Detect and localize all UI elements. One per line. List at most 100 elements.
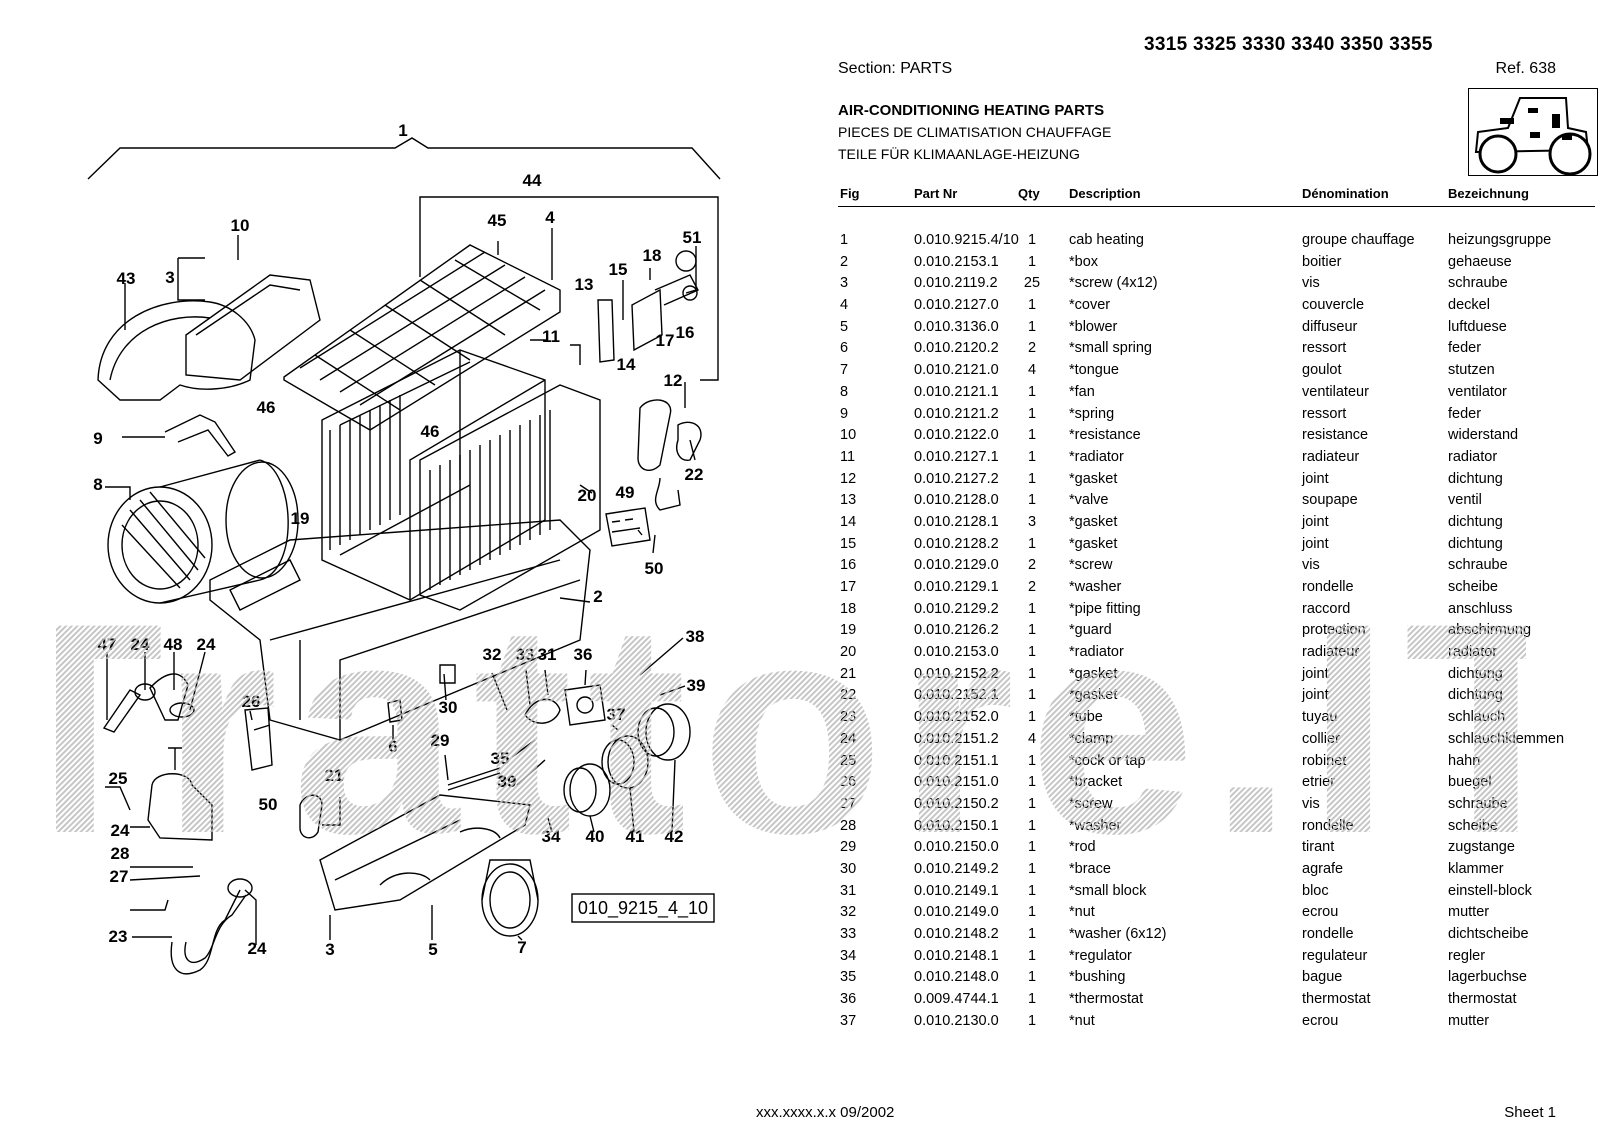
callout-11: 11	[542, 327, 560, 346]
callout-40: 40	[586, 827, 605, 846]
part-number-cell: 0.010.2119.2	[914, 275, 998, 292]
part-number-cell: 0.010.2121.0	[914, 362, 999, 379]
bezeichnung-cell: dichtung	[1448, 513, 1503, 530]
part-number-cell: 0.010.2150.2	[914, 795, 999, 812]
fig-cell: 13	[840, 492, 857, 509]
callout-29: 29	[431, 731, 450, 750]
callout-30: 30	[439, 698, 458, 717]
qty-cell: 1	[1027, 947, 1037, 964]
description-cell: *screw	[1069, 795, 1113, 812]
bezeichnung-cell: ventil	[1448, 492, 1482, 509]
description-cell: *bracket	[1069, 774, 1123, 791]
fig-cell: 9	[840, 405, 849, 422]
qty-cell: 1	[1027, 448, 1037, 465]
bezeichnung-cell: klammer	[1448, 860, 1504, 877]
denomination-cell: radiateur	[1302, 448, 1360, 465]
qty-cell: 1	[1027, 427, 1037, 444]
callout-12: 12	[664, 371, 683, 390]
bezeichnung-cell: radiator	[1448, 448, 1498, 465]
fig-cell: 15	[840, 535, 857, 552]
callout-1: 1	[398, 121, 407, 140]
callout-28: 28	[111, 844, 130, 863]
fig-cell: 19	[840, 622, 857, 639]
qty-cell: 1	[1027, 297, 1037, 314]
bezeichnung-cell: schlauchklemmen	[1448, 730, 1565, 747]
denomination-cell: joint	[1302, 513, 1329, 530]
denomination-cell: protection	[1302, 622, 1366, 639]
callout-27: 27	[110, 867, 129, 886]
denomination-cell: radiateur	[1302, 644, 1360, 661]
denomination-cell: vis	[1302, 557, 1320, 574]
description-cell: *box	[1069, 253, 1099, 270]
fig-cell: 35	[840, 969, 857, 986]
callout-50: 50	[259, 795, 278, 814]
bezeichnung-cell: stutzen	[1448, 362, 1495, 379]
description-cell: *small spring	[1069, 340, 1152, 357]
fig-cell: 14	[840, 513, 857, 530]
part-number-cell: 0.010.2153.1	[914, 253, 999, 270]
col-fig: Fig	[840, 186, 860, 201]
description-cell: *tube	[1069, 709, 1103, 726]
part-number-cell: 0.010.3136.0	[914, 318, 999, 335]
qty-cell: 1	[1027, 882, 1037, 899]
reference-number: Ref. 638	[1495, 60, 1556, 77]
part-number-cell: 0.009.4744.1	[914, 991, 999, 1008]
footer-code: xxx.xxxx.x.x 09/2002	[756, 1104, 895, 1121]
description-cell: *clamp	[1069, 730, 1114, 747]
bezeichnung-cell: scheibe	[1448, 579, 1498, 595]
fig-cell: 7	[840, 362, 849, 379]
fig-cell: 1	[840, 232, 849, 248]
part-number-cell: 0.010.2151.1	[914, 752, 999, 769]
description-cell: *cock or tap	[1069, 752, 1146, 769]
callout-38: 38	[686, 627, 705, 646]
part-number-cell: 0.010.2149.0	[914, 904, 999, 921]
callout-41: 41	[626, 827, 645, 846]
description-cell: *washer	[1069, 817, 1122, 834]
fig-cell: 18	[840, 600, 857, 617]
description-cell: *radiator	[1069, 448, 1124, 465]
qty-cell: 1	[1027, 839, 1037, 856]
description-cell: *screw (4x12)	[1069, 275, 1158, 292]
part-number-cell: 0.010.2126.2	[914, 622, 999, 639]
description-cell: *rod	[1069, 839, 1096, 856]
bezeichnung-cell: dichtscheibe	[1448, 926, 1529, 942]
description-cell: *screw	[1069, 557, 1113, 574]
callout-35: 35	[491, 749, 510, 768]
bezeichnung-cell: gehaeuse	[1448, 253, 1512, 270]
denomination-cell: robinet	[1302, 752, 1347, 769]
bezeichnung-cell: schraube	[1448, 557, 1508, 574]
fig-cell: 25	[840, 752, 857, 769]
bezeichnung-cell: deckel	[1448, 297, 1490, 314]
part-number-cell: 0.010.2149.1	[914, 882, 999, 899]
callout-5: 5	[428, 940, 437, 959]
title-german: TEILE FÜR KLIMAANLAGE-HEIZUNG	[838, 146, 1080, 162]
part-number-cell: 0.010.2149.2	[914, 860, 999, 877]
callout-42: 42	[665, 827, 684, 846]
denomination-cell: tuyau	[1302, 709, 1338, 726]
fig-cell: 8	[840, 383, 849, 400]
callout-19: 19	[291, 509, 310, 528]
description-cell: *gasket	[1069, 535, 1118, 552]
callout-46: 46	[257, 398, 276, 417]
qty-cell: 3	[1027, 513, 1037, 530]
denomination-cell: bloc	[1302, 882, 1329, 899]
col-qty: Qty	[1018, 186, 1040, 201]
qty-cell: 2	[1027, 340, 1037, 357]
fig-cell: 37	[840, 1012, 857, 1029]
part-number-cell: 0.010.2127.0	[914, 297, 999, 314]
denomination-cell: rondelle	[1302, 579, 1354, 595]
callout-17: 17	[656, 331, 675, 350]
callout-32: 32	[483, 645, 502, 664]
